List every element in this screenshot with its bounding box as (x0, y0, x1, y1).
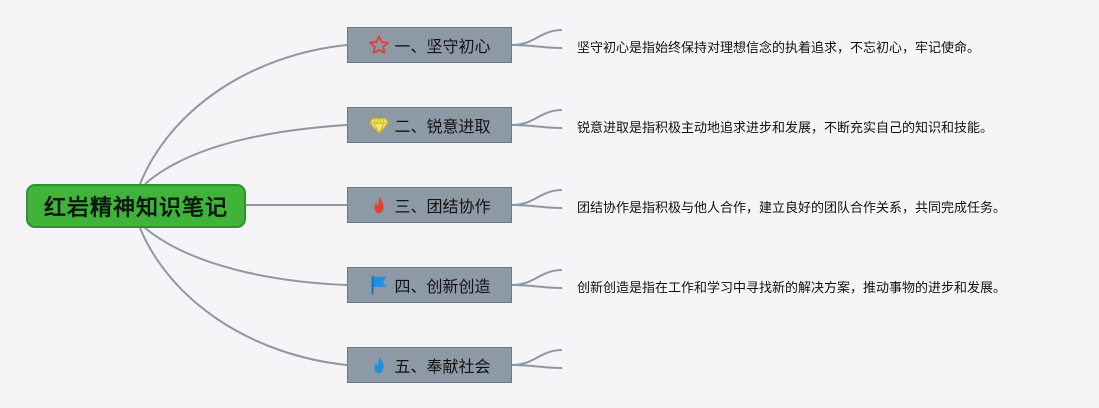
branch-topic-3[interactable]: 三、团结协作 (347, 187, 512, 223)
leaf-text-2[interactable]: 锐意进取是指积极主动地追求进步和发展，不断充实自己的知识和技能。 (577, 121, 994, 136)
leaf-link-4a (511, 269, 563, 286)
leaf-text-3[interactable]: 团结协作是指积极与他人合作，建立良好的团队合作关系，共同完成任务。 (577, 201, 1007, 216)
root-link-1 (139, 44, 348, 185)
leaf-link-5b (511, 364, 563, 369)
root-link-2 (144, 124, 348, 185)
leaf-link-5a (511, 349, 563, 366)
leaf-link-2a (511, 109, 563, 126)
branch-label-1: 一、坚守初心 (394, 37, 491, 56)
root-topic[interactable]: 红岩精神知识笔记 (26, 184, 246, 228)
root-link-4 (144, 227, 348, 286)
branch-label-4: 四、创新创造 (394, 277, 491, 296)
branch-topic-1[interactable]: 一、坚守初心 (347, 27, 512, 63)
star-outline-icon (368, 34, 390, 56)
branch-label-5: 五、奉献社会 (394, 357, 491, 376)
fire-icon (368, 354, 390, 376)
leaf-link-3a (511, 189, 563, 206)
branch-label-3: 三、团结协作 (394, 197, 491, 216)
leaf-text-1[interactable]: 坚守初心是指始终保持对理想信念的执着追求，不忘初心，牢记使命。 (577, 41, 981, 56)
leaf-text-4[interactable]: 创新创造是指在工作和学习中寻找新的解决方案，推动事物的进步和发展。 (577, 281, 1007, 296)
leaf-link-3b (511, 204, 563, 209)
flag-icon (368, 274, 390, 296)
leaf-link-4b (511, 284, 563, 289)
leaf-link-2b (511, 124, 563, 129)
branch-label-2: 二、锐意进取 (394, 117, 491, 136)
branch-topic-2[interactable]: 二、锐意进取 (347, 107, 512, 143)
leaf-link-1b (511, 44, 563, 49)
fire-icon (368, 194, 390, 216)
diamond-icon (368, 114, 390, 136)
branch-topic-5[interactable]: 五、奉献社会 (347, 347, 512, 383)
root-link-5 (139, 227, 348, 366)
branch-topic-4[interactable]: 四、创新创造 (347, 267, 512, 303)
leaf-link-1a (511, 29, 563, 46)
